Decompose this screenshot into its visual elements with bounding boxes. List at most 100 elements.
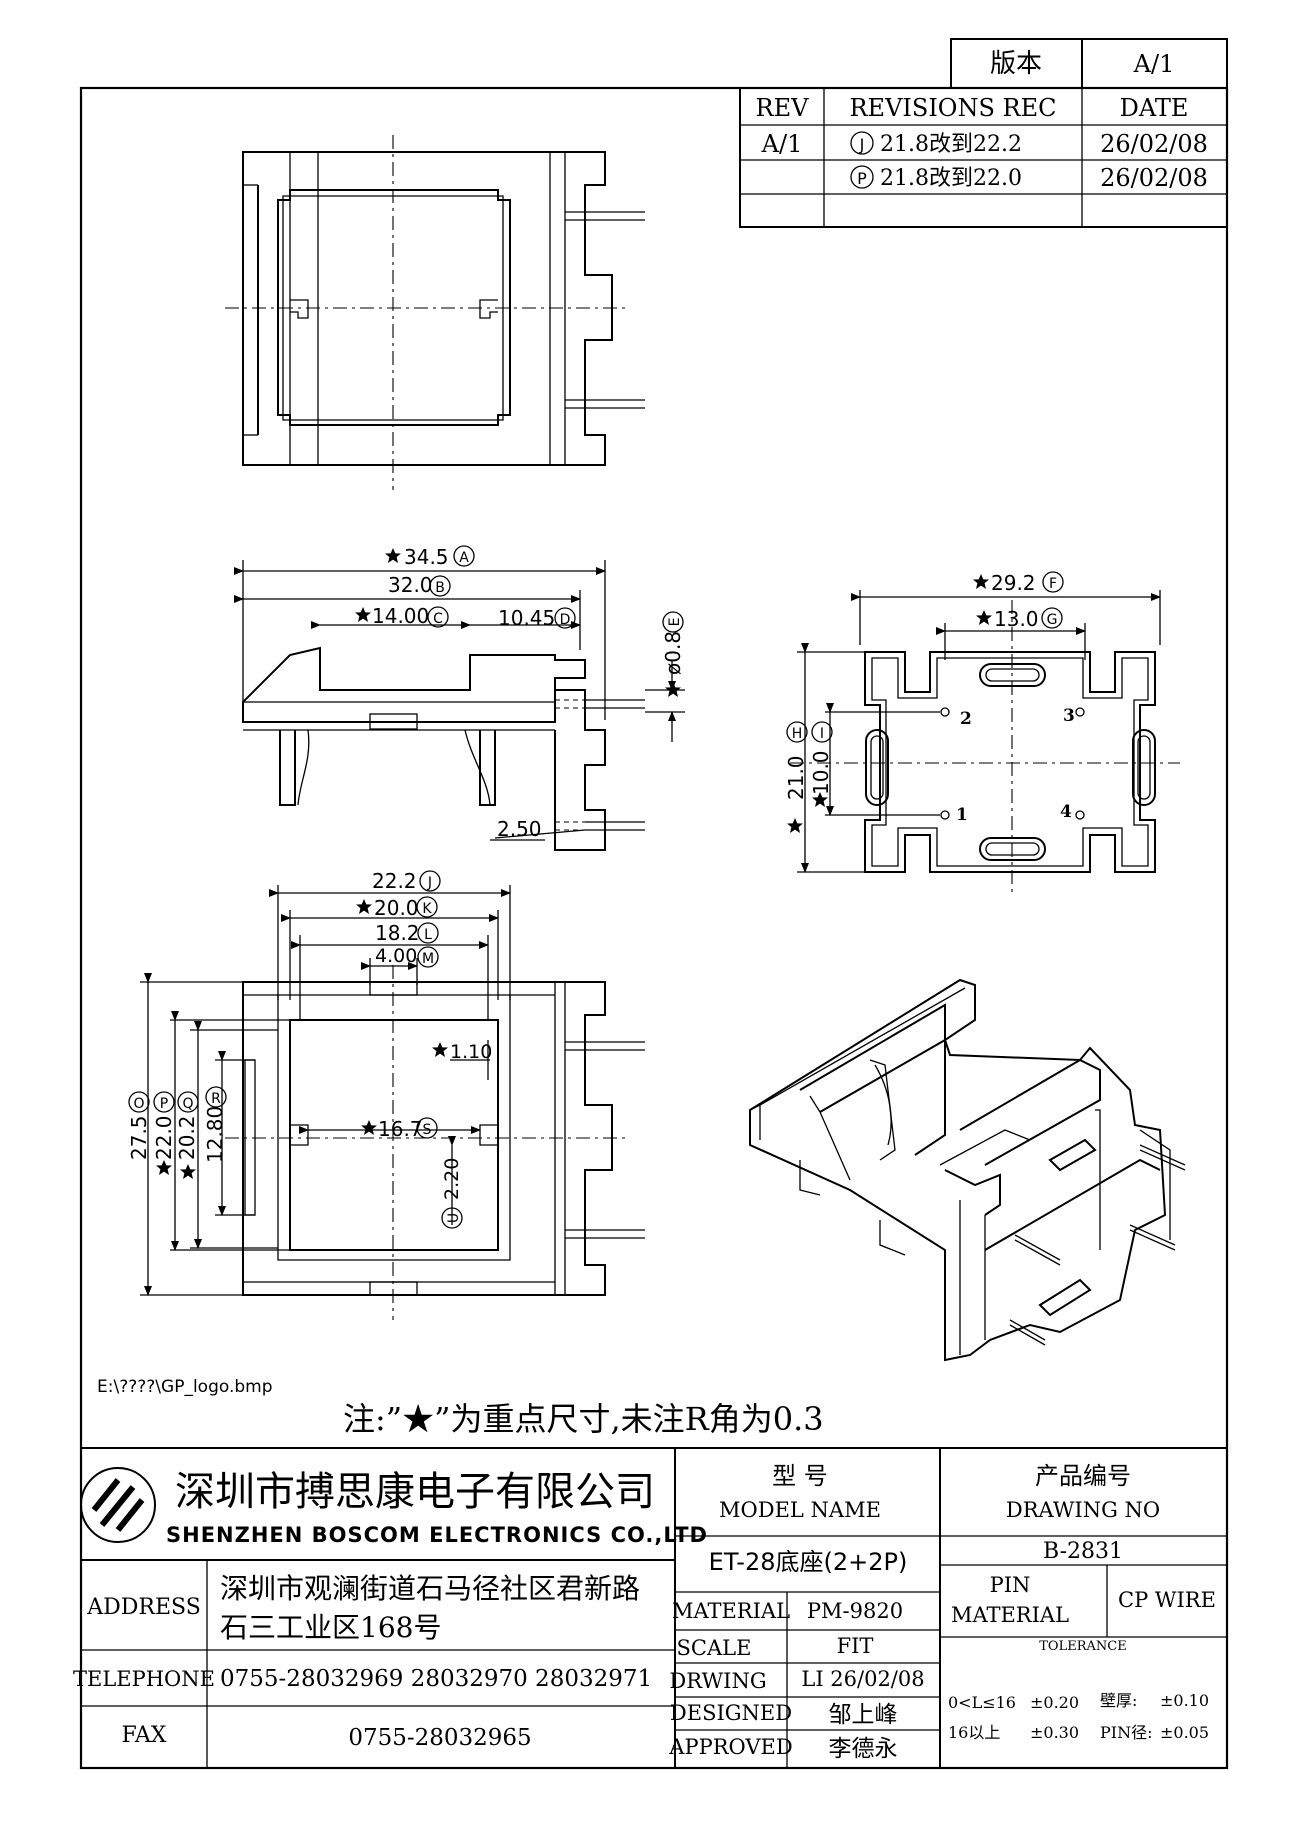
tol-r2-range: 16以上 xyxy=(948,1723,1000,1742)
dim-p-value: 22.0 xyxy=(152,1115,176,1160)
dim-u-mark: U xyxy=(446,1213,462,1223)
rev-row-1-mark: J xyxy=(859,135,865,154)
address-line-1: 深圳市观澜街道石马径社区君新路 xyxy=(220,1572,640,1605)
front-elevation: 34.5 A 32.0 B 14.00 C 10.45 D xyxy=(234,545,685,851)
dim-m-mark: M xyxy=(422,951,434,967)
rev-row-1: A/1 xyxy=(761,130,803,158)
title-block: 深圳市搏思康电子有限公司 SHENZHEN BOSCOM ELECTRONICS… xyxy=(73,1447,1227,1768)
approved-label: APPROVED xyxy=(668,1735,792,1759)
dim-g-mark: G xyxy=(1047,612,1058,628)
rev-row-2-date: 26/02/08 xyxy=(1100,164,1208,192)
drawing-frame xyxy=(79,86,1229,1770)
dim-m-value: 4.00 xyxy=(375,945,417,967)
plan-view-top xyxy=(225,135,645,490)
drwing-value: LI 26/02/08 xyxy=(801,1667,924,1691)
dim-o-mark: O xyxy=(133,1096,144,1112)
drawing-note: 注:”★”为重点尺寸,未注R角为0.3 xyxy=(343,1400,824,1438)
rev-header: REV xyxy=(756,94,810,122)
address-line-2: 石三工业区168号 xyxy=(220,1611,441,1644)
dim-b-value: 32.0 xyxy=(388,573,433,597)
logo-path: E:\????\GP_logo.bmp xyxy=(97,1377,273,1397)
company-name-en: SHENZHEN BOSCOM ELECTRONICS CO.,LTD xyxy=(166,1523,708,1547)
dim-a-mark: A xyxy=(459,550,469,566)
drawing-label-en: DRAWING NO xyxy=(1006,1498,1160,1522)
material-label: MATERIAL xyxy=(672,1599,790,1623)
dim-l-value: 18.2 xyxy=(375,921,420,945)
dim-i-mark: I xyxy=(820,726,824,742)
scale-label: SCALE xyxy=(677,1636,752,1660)
dim-wall-value: 1.10 xyxy=(450,1041,492,1063)
fax-label: FAX xyxy=(122,1723,167,1748)
isometric-view xyxy=(749,978,1186,1362)
revision-block: 版本 A/1 REV REVISIONS REC DATE A/1 J 21.8… xyxy=(739,38,1228,228)
drawing-value: B-2831 xyxy=(1043,1539,1123,1564)
tol-r1-value: ±0.20 xyxy=(1030,1693,1079,1712)
date-header: DATE xyxy=(1120,94,1189,122)
revisions-rec-header: REVISIONS REC xyxy=(849,94,1056,122)
tol-r1-wall-label: 壁厚: xyxy=(1100,1691,1137,1710)
dim-e-value: ø0.8 xyxy=(661,631,685,675)
tol-r2-pin-label: PIN径: xyxy=(1100,1723,1152,1742)
designed-label: DESIGNED xyxy=(670,1701,792,1725)
bottom-view: 29.2 F 13.0 G 2 3 1 4 xyxy=(784,571,1180,895)
dim-b-mark: B xyxy=(435,580,445,596)
dim-d-mark: D xyxy=(560,612,571,628)
drawing-label-cn: 产品编号 xyxy=(1035,1462,1131,1490)
material-value: PM-9820 xyxy=(807,1599,903,1623)
pin-label-1: 1 xyxy=(956,805,968,825)
model-label-en: MODEL NAME xyxy=(719,1498,881,1522)
dim-p-mark: P xyxy=(160,1096,168,1112)
version-label: 版本 xyxy=(990,49,1042,79)
dim-f-mark: F xyxy=(1049,576,1057,592)
dim-j-value: 22.2 xyxy=(372,869,417,893)
pin-label-4: 4 xyxy=(1060,802,1072,822)
dim-l-mark: L xyxy=(424,927,432,943)
dim-k-mark: K xyxy=(422,901,432,917)
dim-e-mark: E xyxy=(667,618,683,627)
scale-value: FIT xyxy=(837,1634,874,1658)
dim-u-value: 2.20 xyxy=(441,1158,463,1200)
rev-row-1-date: 26/02/08 xyxy=(1100,130,1208,158)
pin-label-3: 3 xyxy=(1063,706,1075,726)
telephone-label: TELEPHONE xyxy=(73,1667,215,1691)
dim-k-value: 20.0 xyxy=(374,896,419,920)
dim-g-value: 13.0 xyxy=(994,607,1039,631)
dim-q-value: 20.2 xyxy=(175,1115,199,1160)
pin-material-value: CP WIRE xyxy=(1118,1588,1216,1612)
dim-h-value: 21.0 xyxy=(784,755,808,800)
pin-label-2: 2 xyxy=(960,709,972,729)
model-value: ET-28底座(2+2P) xyxy=(709,1548,908,1576)
company-name-cn: 深圳市搏思康电子有限公司 xyxy=(175,1469,655,1515)
fax-value: 0755-28032965 xyxy=(348,1725,531,1751)
dim-f-value: 29.2 xyxy=(991,571,1036,595)
address-label: ADDRESS xyxy=(86,1595,201,1620)
dim-s-mark: S xyxy=(423,1122,432,1138)
dim-c-value: 14.00 xyxy=(372,604,429,628)
drwing-label: DRWING xyxy=(669,1669,766,1693)
model-label-cn: 型 号 xyxy=(772,1462,828,1490)
pin-material-label-2: MATERIAL xyxy=(951,1603,1069,1627)
dim-a-value: 34.5 xyxy=(404,545,449,569)
dim-r-value: 12.80 xyxy=(203,1106,227,1163)
company-logo xyxy=(80,1467,156,1543)
approved-value: 李德永 xyxy=(829,1736,898,1762)
plan-view-dimensioned: 22.2 J 20.0 K 18.2 L 4.00 M xyxy=(127,869,645,1320)
designed-value: 邹上峰 xyxy=(829,1702,898,1728)
dim-r-mark: R xyxy=(211,1091,221,1107)
rev-row-2-text: 21.8改到22.0 xyxy=(880,166,1022,191)
dim-c-mark: C xyxy=(433,611,443,627)
tol-r1-wall-value: ±0.10 xyxy=(1160,1691,1209,1710)
dim-q-mark: Q xyxy=(182,1096,193,1112)
dim-h-mark: H xyxy=(792,726,803,742)
dim-j-mark: J xyxy=(427,875,432,891)
dim-s-value: 16.7 xyxy=(378,1117,423,1141)
pin-material-label-1: PIN xyxy=(990,1573,1031,1597)
dim-i-value: 10.0 xyxy=(809,750,833,795)
dim-o-value: 27.5 xyxy=(127,1115,151,1160)
tol-r2-value: ±0.30 xyxy=(1030,1723,1079,1742)
rev-row-1-text: 21.8改到22.2 xyxy=(880,132,1022,157)
rev-row-2-mark: P xyxy=(857,169,867,188)
tol-r2-pin-value: ±0.05 xyxy=(1160,1723,1209,1742)
tol-r1-range: 0<L≤16 xyxy=(948,1693,1016,1712)
